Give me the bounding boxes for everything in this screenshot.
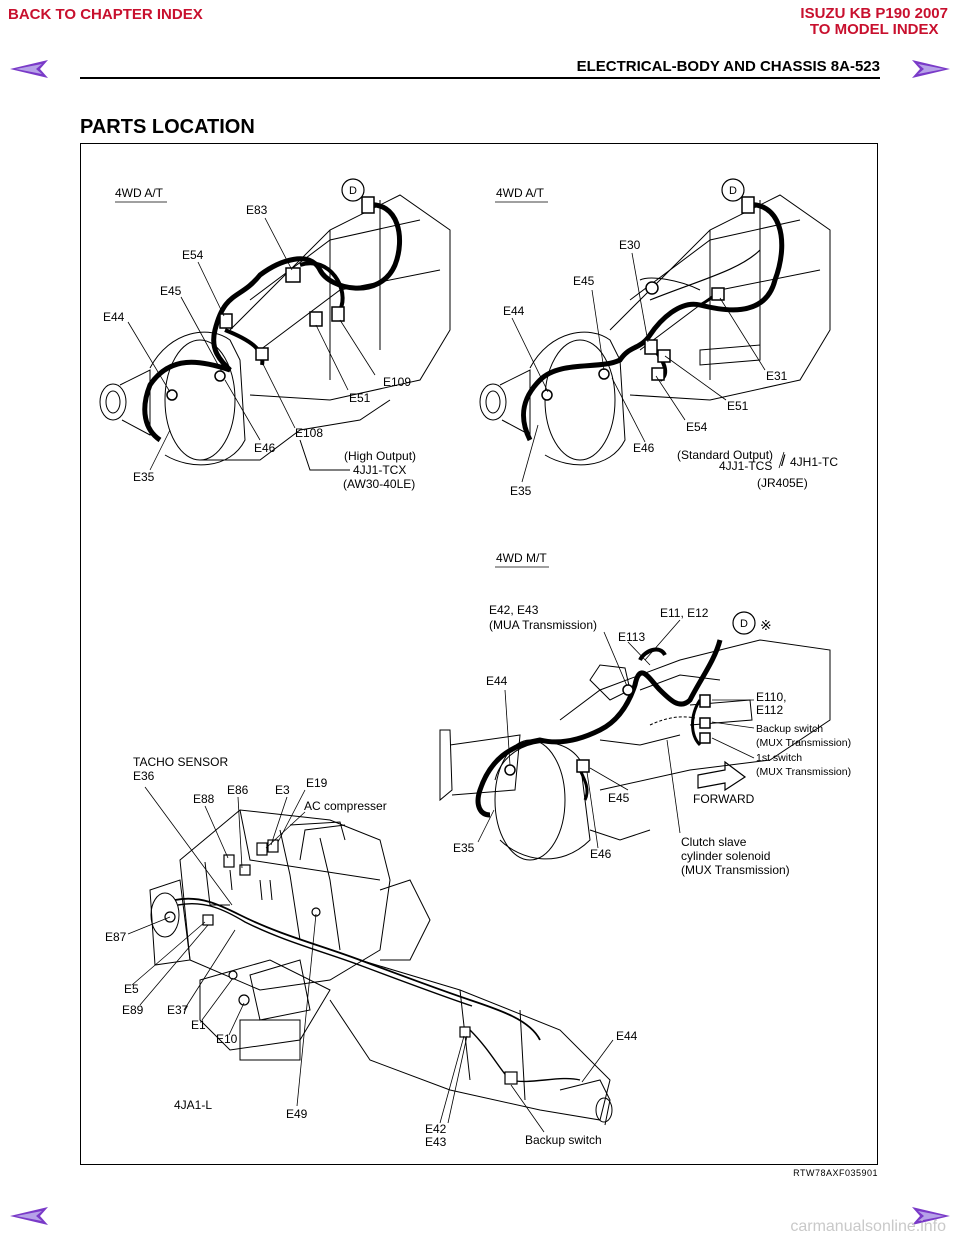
marker-d: D (349, 185, 357, 197)
note-symbol: ※ (760, 617, 772, 633)
connector-label: E51 (727, 399, 749, 413)
previous-page-arrow-icon[interactable] (8, 1205, 52, 1227)
connector-label: E5 (124, 982, 139, 996)
caption-separator: / (781, 453, 786, 470)
connector-label: E31 (766, 369, 788, 383)
caption-line: 4JH1-TC (790, 455, 838, 469)
connector-label: Backup switch (525, 1133, 602, 1147)
connector-label: E1 (191, 1018, 206, 1032)
connector-label: E36 (133, 769, 155, 783)
panel-title: 4WD M/T (496, 551, 547, 565)
forward-label: FORWARD (693, 792, 755, 806)
connector-label: E45 (160, 284, 182, 298)
connector-label: E46 (633, 441, 655, 455)
connector-label: E45 (573, 274, 595, 288)
caption-line: (Standard Output) (677, 448, 773, 462)
connector-label: E54 (182, 248, 204, 262)
to-model-index-link[interactable]: ISUZU KB P190 2007 TO MODEL INDEX (800, 6, 948, 38)
connector-label: Backup switch (756, 723, 823, 735)
panel-title: 4WD A/T (496, 186, 545, 200)
caption-line: (AW30-40LE) (343, 477, 415, 491)
connector-label: E109 (383, 375, 411, 389)
connector-label: E44 (486, 674, 508, 688)
previous-page-arrow-icon[interactable] (8, 58, 52, 80)
connector-label: E87 (105, 930, 127, 944)
connector-label: (MUA Transmission) (489, 618, 597, 632)
watermark: carmanualsonline.info (790, 1218, 946, 1235)
connector-label: E86 (227, 783, 249, 797)
panel-at-high-labels: 4WD A/T D E83 E54 E45 E44 E109 E51 E108 … (103, 185, 416, 491)
connector-label: E88 (193, 792, 215, 806)
connector-label: E89 (122, 1003, 144, 1017)
panel-mt-labels: 4WD M/T D ※ E42, E43 (MUA Transmission) … (453, 551, 851, 877)
connector-label: E11, E12 (660, 606, 709, 620)
connector-label: E30 (619, 238, 641, 252)
connector-label: TACHO SENSOR (133, 755, 228, 769)
caption-line: 4JJ1-TCS (719, 459, 772, 473)
connector-label: E113 (618, 630, 645, 644)
connector-label: E44 (503, 304, 525, 318)
brand-title: ISUZU KB P190 2007 (800, 5, 948, 22)
section-title: PARTS LOCATION (80, 116, 255, 138)
panel-engine-labels: TACHO SENSOR E36 E86 E3 E19 E88 AC compr… (105, 755, 638, 1149)
connector-label: (MUX Transmission) (756, 737, 851, 749)
connector-label: E44 (103, 310, 125, 324)
connector-label: E42 (425, 1122, 447, 1136)
next-page-arrow-icon[interactable] (908, 58, 952, 80)
connector-label: E45 (608, 791, 630, 805)
connector-label: E35 (510, 484, 532, 498)
connector-label: E110, (756, 690, 786, 704)
panel-at-standard-output (479, 178, 831, 483)
connector-label: E46 (254, 441, 276, 455)
connector-label: (MUX Transmission) (681, 863, 790, 877)
engine-sketch (149, 809, 613, 1126)
caption-line: 4JJ1-TCX (353, 463, 406, 477)
manual-transmission-sketch (439, 639, 831, 861)
panel-title: 4WD A/T (115, 186, 164, 200)
connector-label: E10 (216, 1032, 238, 1046)
connector-label: E42, E43 (489, 603, 539, 617)
connector-label: E54 (686, 420, 708, 434)
connector-label: E46 (590, 847, 612, 861)
connector-label: E37 (167, 1003, 189, 1017)
caption-line: (JR405E) (757, 476, 808, 490)
header-divider (80, 77, 880, 79)
connector-label: 1st switch (756, 752, 802, 764)
connector-label: cylinder solenoid (681, 849, 770, 863)
connector-label: E35 (133, 470, 155, 484)
connector-label: E112 (756, 703, 783, 717)
connector-label: E3 (275, 783, 290, 797)
marker-d: D (729, 185, 737, 197)
connector-label: E83 (246, 203, 268, 217)
connector-label: E44 (616, 1029, 638, 1043)
connector-label: AC compresser (304, 799, 387, 813)
connector-label: Clutch slave (681, 835, 747, 849)
connector-label: E19 (306, 776, 328, 790)
connector-label: (MUX Transmission) (756, 766, 851, 778)
marker-d: D (740, 618, 748, 630)
next-page-arrow-icon[interactable] (908, 1205, 952, 1227)
engine-model-label: 4JA1-L (174, 1098, 212, 1112)
panel-engine (127, 786, 614, 1133)
page-heading: ELECTRICAL-BODY AND CHASSIS 8A-523 (576, 58, 880, 75)
caption-line: (High Output) (344, 449, 416, 463)
connector-label: E35 (453, 841, 475, 855)
connector-label: E43 (425, 1135, 447, 1149)
back-to-chapter-link[interactable]: BACK TO CHAPTER INDEX (8, 6, 203, 23)
panel-at-standard-labels: 4WD A/T D E30 E45 E44 E31 E51 E54 E46 E3… (496, 185, 838, 498)
panel-at-high-output (99, 178, 451, 471)
panel-mt (439, 566, 831, 861)
connector-label: E108 (295, 426, 323, 440)
model-index-label: TO MODEL INDEX (809, 21, 939, 38)
figure-code: RTW78AXF035901 (793, 1168, 878, 1178)
parts-location-figure: 4WD A/T D E83 E54 E45 E44 E109 E51 E108 … (99, 178, 851, 1149)
figure-frame (80, 143, 878, 1165)
connector-label: E49 (286, 1107, 308, 1121)
connector-label: E51 (349, 391, 371, 405)
